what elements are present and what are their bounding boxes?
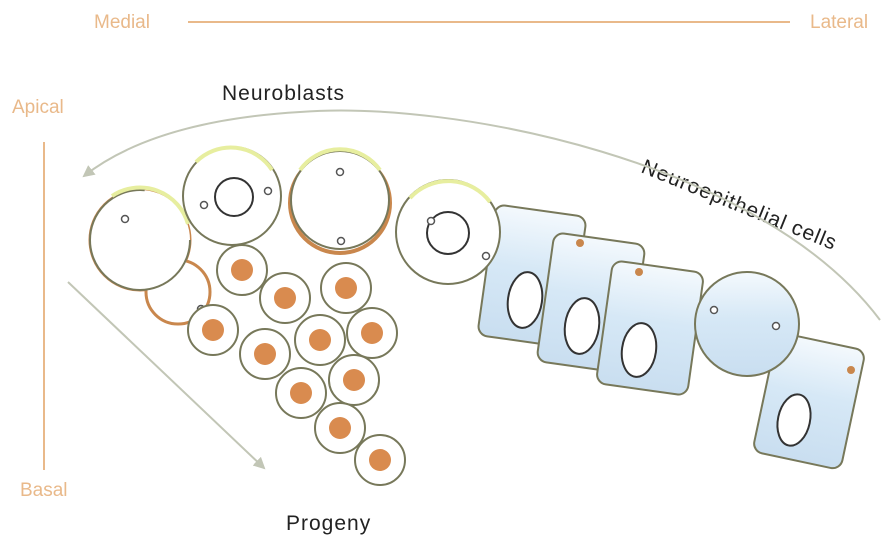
progeny-cells [188,245,405,485]
progeny-cell [329,355,379,405]
progeny-cell [217,245,267,295]
neuroblast [183,147,281,245]
progeny-label: Progeny [286,512,371,535]
progeny-cell [321,263,371,313]
apical-label: Apical [12,97,64,118]
neuroepithelial-cell [596,260,704,396]
transitioning-neuroepithelial-cell [695,272,799,376]
progeny-cell [315,403,365,453]
progeny-cell [188,305,238,355]
cell-junction [847,366,855,374]
cell-junction [576,239,584,247]
neuroblasts-label: Neuroblasts [222,82,345,105]
lateral-label: Lateral [810,12,868,33]
progeny-cell [355,435,405,485]
basal-label: Basal [20,480,68,501]
neuroepithelial-label: Neuroepithelial cells [638,155,840,255]
neuroblast [290,149,390,253]
progeny-cell [260,273,310,323]
neuroblast [396,180,500,284]
cell-junction [635,268,643,276]
progeny-cell [240,329,290,379]
progeny-cell [347,308,397,358]
medial-label: Medial [94,12,150,33]
progeny-cell [276,368,326,418]
progeny-cell [295,315,345,365]
